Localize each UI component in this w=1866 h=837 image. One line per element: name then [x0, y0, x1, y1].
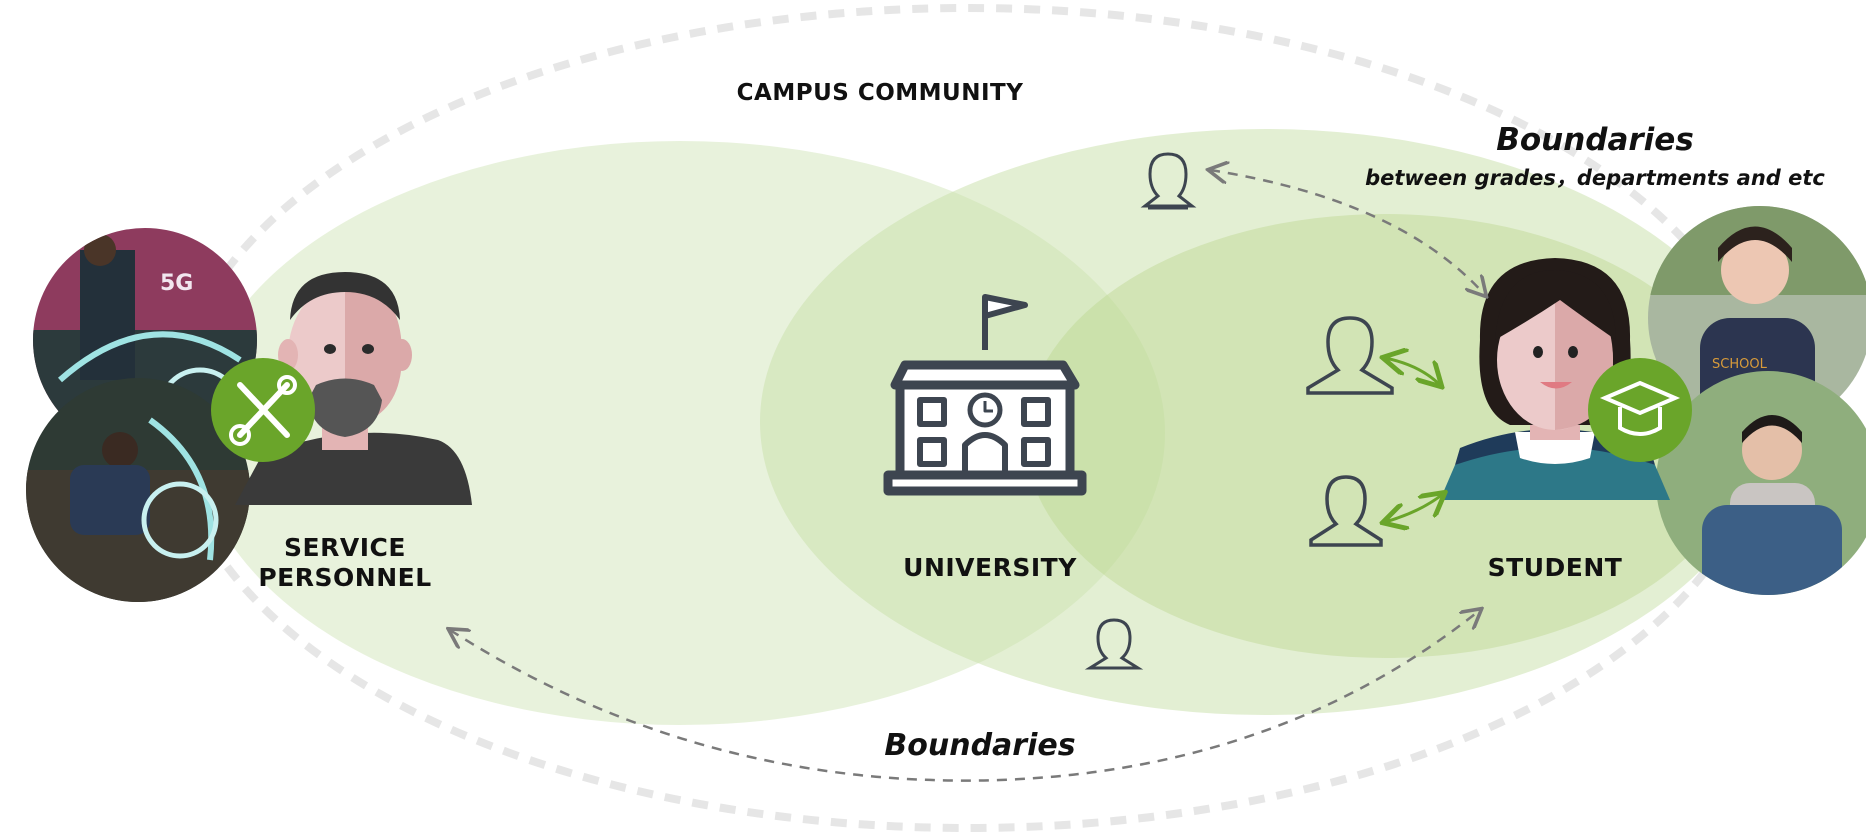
university-label: UNIVERSITY	[903, 553, 1077, 582]
boundaries-top-title: Boundaries	[1496, 122, 1694, 158]
peer-link-arrow-1	[1385, 358, 1440, 385]
svg-text:5G: 5G	[160, 271, 193, 296]
service-photo-bottom	[26, 378, 250, 602]
svg-text:SCHOOL: SCHOOL	[1712, 357, 1768, 372]
boundary-arrow-top	[1210, 170, 1485, 295]
boundary-arrow-bottom	[450, 610, 1480, 782]
student-label: STUDENT	[1487, 553, 1623, 582]
service-label-line2: PERSONNEL	[258, 563, 432, 592]
service-personnel-label: SERVICE PERSONNEL	[215, 533, 475, 593]
person-icon-middle	[1306, 316, 1394, 395]
school-building-icon	[883, 294, 1087, 496]
diagram-title: CAMPUS COMMUNITY	[736, 80, 1024, 106]
service-label-line1: SERVICE	[284, 533, 406, 562]
peer-link-arrow-2	[1385, 494, 1443, 522]
student-avatar	[1440, 258, 1670, 500]
graduation-cap-icon	[1588, 358, 1692, 462]
boundaries-top-subtitle: between grades，departments and etc	[1365, 166, 1825, 190]
wrench-screwdriver-icon	[211, 358, 315, 462]
boundaries-bottom-title: Boundaries	[884, 728, 1076, 763]
person-icon-top	[1140, 152, 1197, 210]
person-icon-lower	[1309, 475, 1383, 547]
